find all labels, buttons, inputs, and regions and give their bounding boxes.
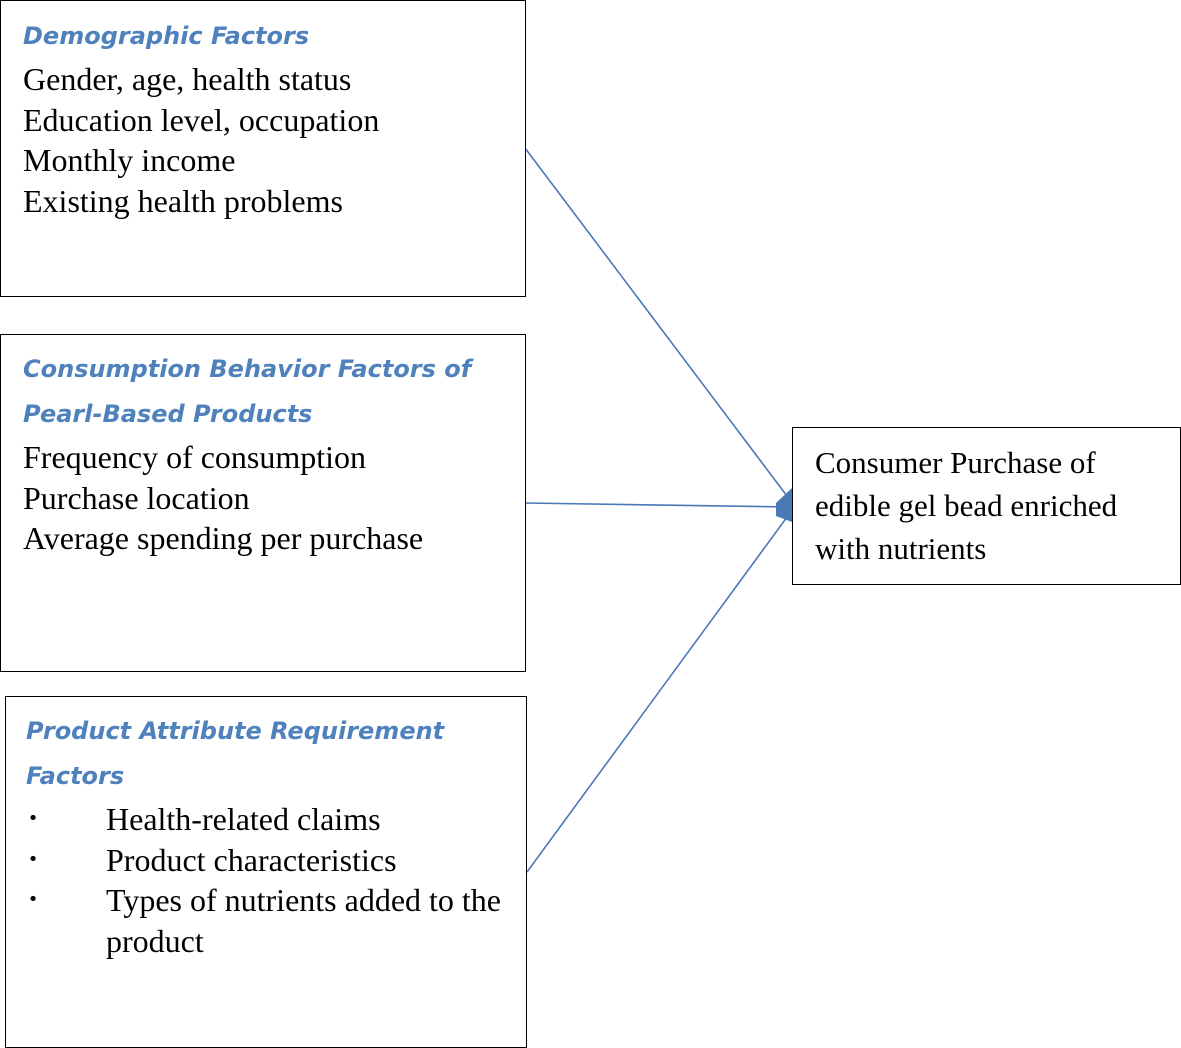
product-heading-line: Product Attribute Requirement <box>26 717 445 745</box>
consumption-item: Average spending per purchase <box>23 520 424 556</box>
product-heading-line: Factors <box>26 762 125 790</box>
outcome-text: Consumer Purchase of edible gel bead enr… <box>815 441 1117 570</box>
outcome-line: edible gel bead enriched <box>815 488 1118 523</box>
demographic-item: Gender, age, health status <box>23 61 352 97</box>
product-heading: Product Attribute Requirement Factors <box>26 709 516 799</box>
outcome-line: with nutrients <box>815 531 987 566</box>
demographic-item: Education level, occupation <box>23 101 380 138</box>
list-item: • Product characteristics <box>26 840 516 881</box>
connector-demographic-to-outcome <box>524 147 791 501</box>
bullet-icon: • <box>27 889 39 910</box>
list-item: • Health-related claims <box>26 799 516 840</box>
consumer-purchase-box: Consumer Purchase of edible gel bead enr… <box>792 427 1181 585</box>
demographic-items: Gender, age, health status Education lev… <box>23 59 379 221</box>
connector-consumption-to-outcome <box>524 502 791 508</box>
bullet-text: Product characteristics <box>106 841 397 878</box>
demographic-heading: Demographic Factors <box>23 22 310 50</box>
bullet-icon: • <box>27 808 39 829</box>
consumption-item: Purchase location <box>23 479 250 516</box>
demographic-item: Existing health problems <box>23 182 343 219</box>
consumption-items: Frequency of consumption Purchase locati… <box>23 437 471 559</box>
product-attribute-box: Product Attribute Requirement Factors • … <box>5 696 527 1048</box>
outcome-line: Consumer Purchase of <box>815 445 1096 480</box>
demographic-factors-box: Demographic Factors Gender, age, health … <box>0 0 526 297</box>
product-bullet-list: • Health-related claims • Product charac… <box>26 799 516 961</box>
consumption-item: Frequency of consumption <box>23 439 367 475</box>
bullet-text: Types of nutrients added to the product <box>106 882 501 959</box>
bullet-icon: • <box>27 848 39 870</box>
consumption-heading-line: Consumption Behavior Factors of <box>23 355 472 383</box>
consumption-heading-line: Pearl-Based Products <box>23 400 313 428</box>
connector-product-to-outcome <box>526 512 791 873</box>
consumption-behavior-box: Consumption Behavior Factors of Pearl-Ba… <box>0 334 526 672</box>
consumption-heading: Consumption Behavior Factors of Pearl-Ba… <box>23 347 471 437</box>
list-item: • Types of nutrients added to the produc… <box>26 880 516 961</box>
bullet-text: Health-related claims <box>106 801 381 837</box>
arrowhead-icon <box>776 488 792 522</box>
demographic-item: Monthly income <box>23 142 236 178</box>
